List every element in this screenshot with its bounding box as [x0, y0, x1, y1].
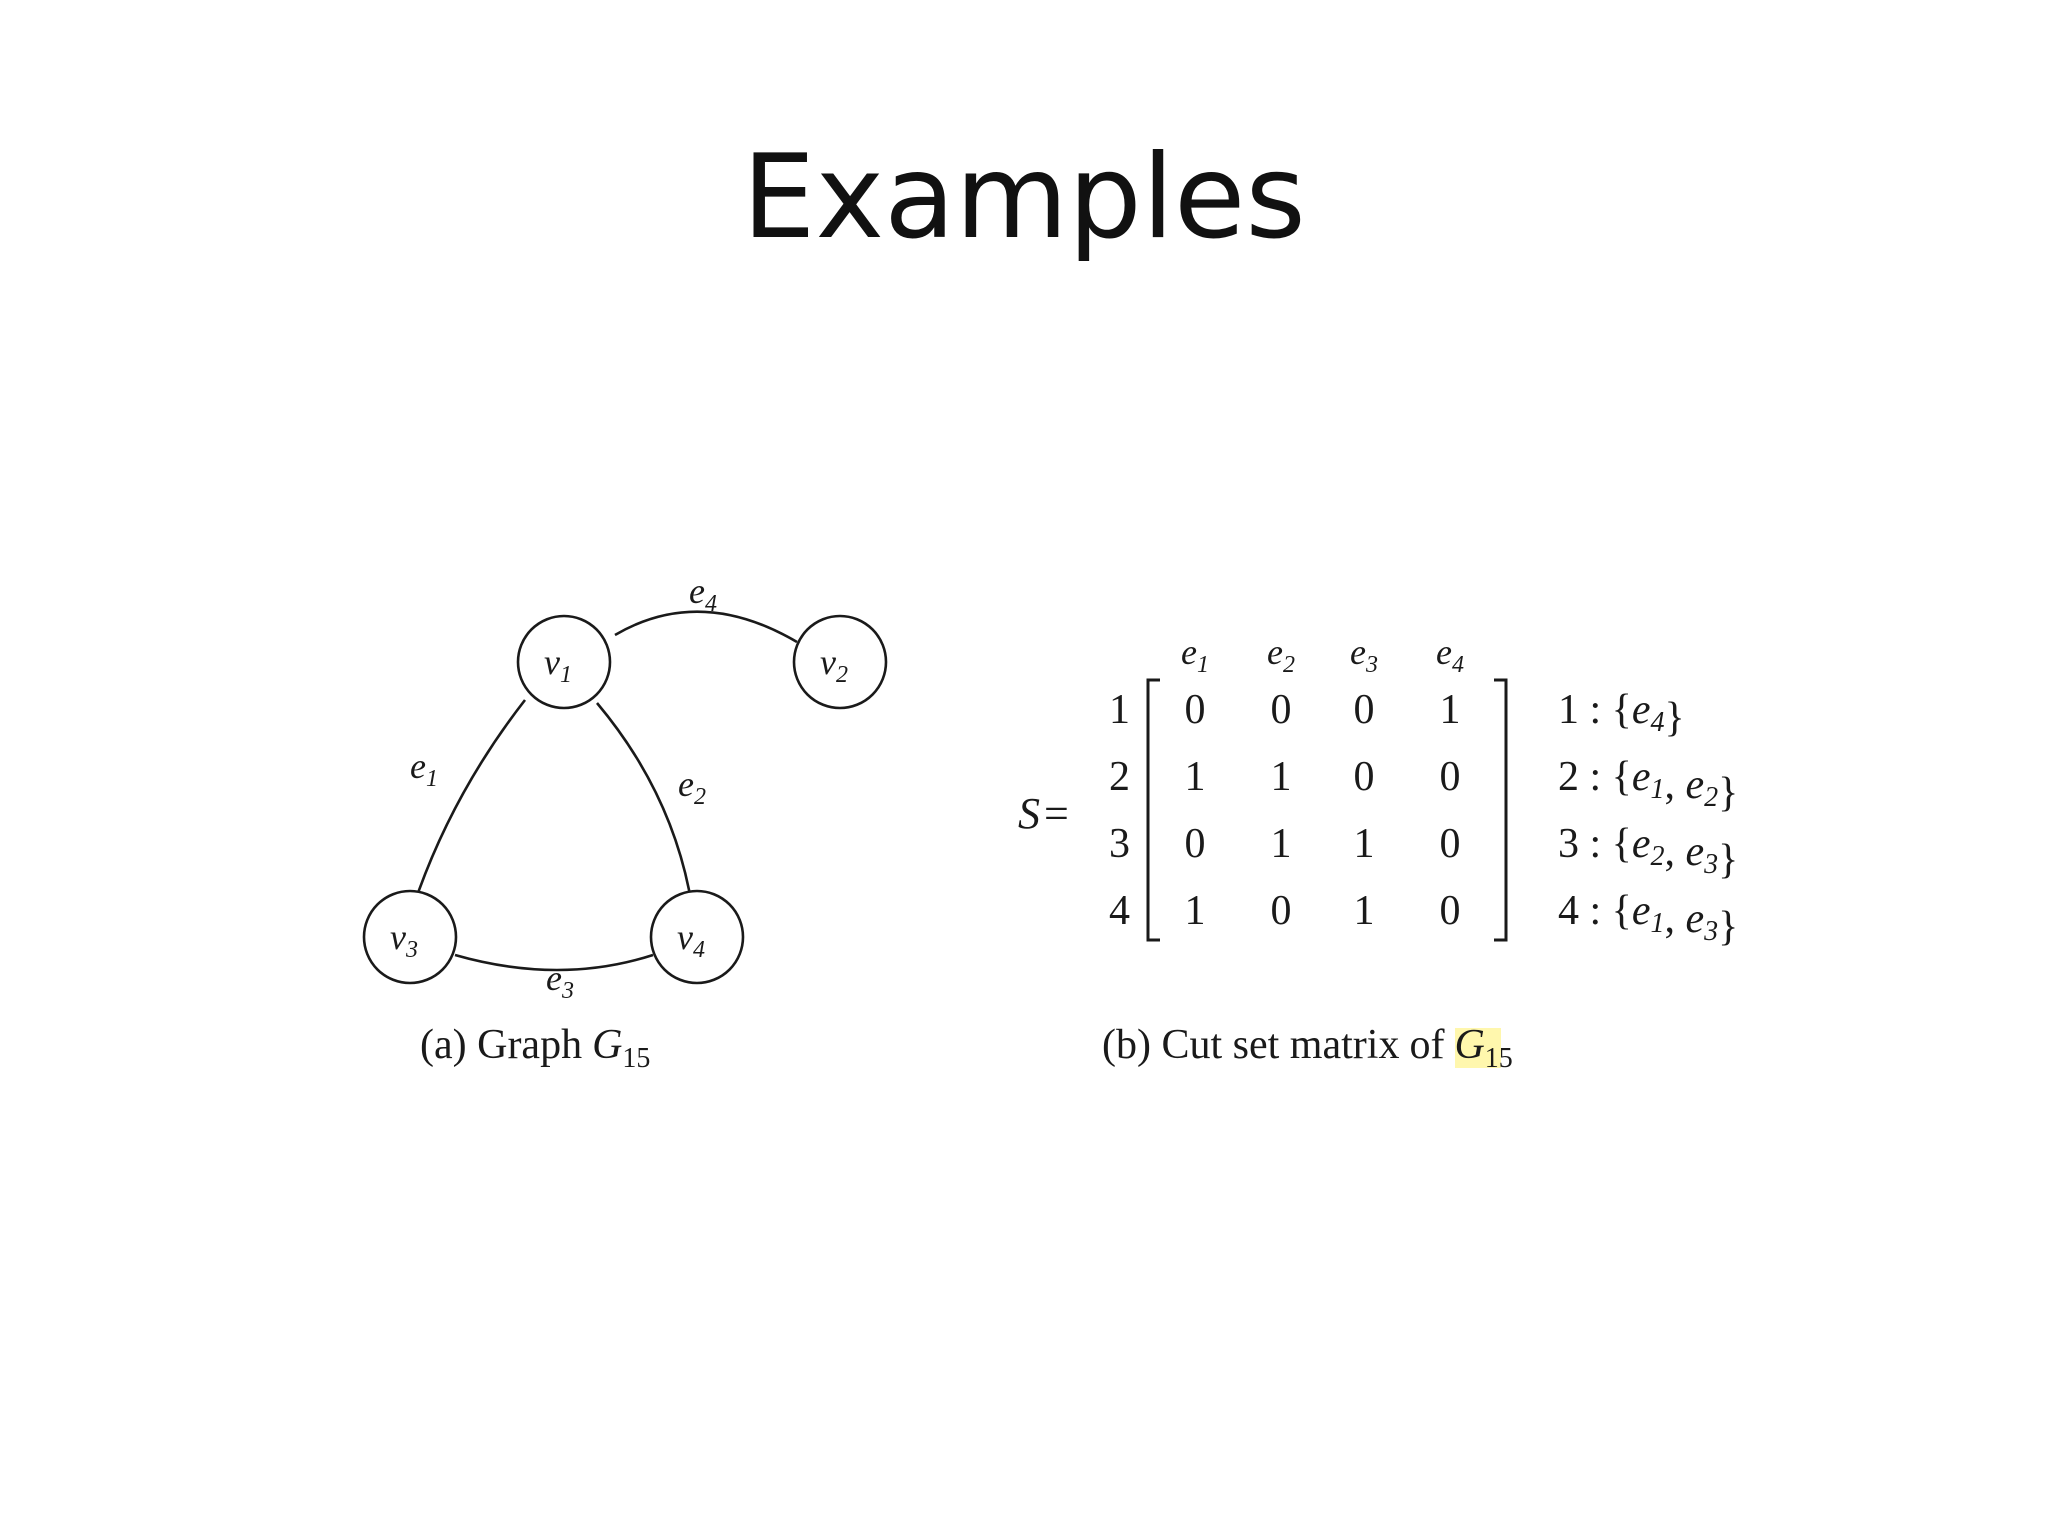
column-header-e3: e3: [1350, 632, 1378, 678]
highlight-mark: [1455, 1028, 1501, 1068]
matrix-right-bracket: [1494, 678, 1508, 942]
vertex-label: v: [677, 917, 693, 957]
matrix-cell: 1: [1185, 888, 1206, 934]
vertex-label: v: [390, 917, 406, 957]
matrix-cells: 0 0 0 1 1 1 0 0 0 1 1 0 1 0 1 0: [1185, 687, 1461, 934]
graph-diagram: v1 v2 v3 v4: [362, 571, 888, 1074]
matrix-cell: 1: [1440, 687, 1461, 733]
matrix-cell: 0: [1354, 687, 1375, 733]
column-header-e2: e2: [1267, 632, 1295, 678]
cut-set-entry: 3 : {e2, e3}: [1558, 821, 1738, 883]
vertex-v2: v2: [792, 614, 888, 710]
edge-e3: [454, 953, 654, 972]
vertex-v4: v4: [649, 889, 745, 985]
row-label: 4: [1109, 888, 1130, 934]
matrix-column-headers: e1 e2 e3 e4: [1181, 632, 1464, 678]
matrix-cell: 0: [1271, 888, 1292, 934]
matrix-cell: 1: [1185, 754, 1206, 800]
matrix-cell: 0: [1354, 754, 1375, 800]
matrix-cell: 1: [1354, 888, 1375, 934]
cut-set-entry: 4 : {e1, e3}: [1558, 888, 1738, 950]
edge-e4: [614, 610, 798, 644]
matrix-left-bracket: [1146, 678, 1160, 942]
vertex-subscript: 2: [836, 662, 848, 688]
vertex-subscript: 3: [405, 937, 418, 963]
slide-title: Examples: [742, 130, 1306, 265]
svg-text:v4: v4: [677, 917, 705, 963]
vertex-label: v: [544, 642, 560, 682]
edge-e2: [596, 702, 692, 896]
row-label: 1: [1109, 687, 1130, 733]
row-label: 2: [1109, 754, 1130, 800]
column-header-e1: e1: [1181, 632, 1209, 678]
matrix-cell: 1: [1271, 821, 1292, 867]
matrix-cell: 0: [1440, 754, 1461, 800]
vertex-v1: v1: [516, 614, 612, 710]
vertex-subscript: 4: [693, 937, 705, 963]
matrix-row-labels: 1 2 3 4: [1109, 687, 1130, 934]
row-label: 3: [1109, 821, 1130, 867]
svg-text:v1: v1: [544, 642, 572, 688]
column-header-e4: e4: [1436, 632, 1464, 678]
matrix-cell: 1: [1271, 754, 1292, 800]
matrix-cell: 0: [1440, 821, 1461, 867]
vertex-subscript: 1: [560, 662, 572, 688]
matrix-cell: 0: [1185, 821, 1206, 867]
cut-set-entry: 2 : {e1, e2}: [1558, 754, 1738, 816]
matrix-cell: 0: [1440, 888, 1461, 934]
matrix-cell: 0: [1185, 687, 1206, 733]
cut-set-list: 1 : {e4} 2 : {e1, e2}3 : {e2, e3}4 : {e1,…: [1558, 687, 1738, 950]
svg-text:v2: v2: [820, 642, 848, 688]
cut-set-matrix: S= e1 e2 e3 e4 1 2 3 4 0 0 0 1 1 1 0 0 0 1 1 0 1 0 1 0 1 : {e…: [1018, 632, 1738, 1074]
svg-text:v3: v3: [390, 917, 418, 963]
vertex-label: v: [820, 642, 836, 682]
vertex-v3: v3: [362, 889, 458, 985]
matrix-cell: 0: [1271, 687, 1292, 733]
matrix-cell: 1: [1354, 821, 1375, 867]
edge-e1: [416, 699, 527, 894]
edge-label-e4: e4: [689, 571, 717, 617]
matrix-symbol: S=: [1018, 789, 1069, 838]
edge-label-e3: e3: [546, 958, 574, 1004]
edge-label-e2: e2: [678, 764, 706, 810]
edge-label-e1: e1: [410, 746, 438, 792]
cut-set-entry: 1 : {e4}: [1558, 687, 1685, 741]
